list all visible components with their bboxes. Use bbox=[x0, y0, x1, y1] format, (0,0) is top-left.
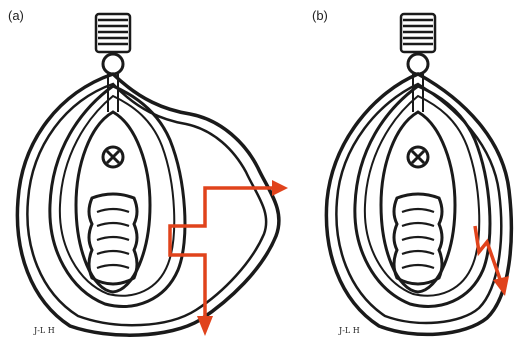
neck-thread-a bbox=[96, 14, 130, 52]
stem-ring-a bbox=[103, 54, 123, 74]
hilum-a bbox=[103, 147, 123, 167]
arrow-down-a bbox=[170, 226, 205, 318]
stem-channel-a bbox=[108, 74, 118, 112]
corrugated-core-b bbox=[394, 194, 442, 284]
arrowhead-down-a bbox=[197, 316, 213, 336]
corrugated-core-a bbox=[89, 194, 137, 284]
stem-channel-b bbox=[413, 74, 423, 112]
panel-a: J-L H bbox=[17, 14, 288, 336]
outer-body-a bbox=[17, 74, 279, 335]
signature-b: J-L H bbox=[338, 326, 360, 335]
panel-b: J-L H bbox=[326, 14, 511, 335]
core-folds-a bbox=[97, 209, 129, 268]
arrowhead-right-a bbox=[272, 180, 288, 196]
middle-ring-b bbox=[355, 86, 490, 306]
hilum-b bbox=[408, 147, 428, 167]
signature-a: J-L H bbox=[33, 326, 55, 335]
core-folds-b bbox=[402, 209, 434, 268]
stem-ring-b bbox=[408, 54, 428, 74]
neck-thread-b bbox=[401, 14, 435, 52]
